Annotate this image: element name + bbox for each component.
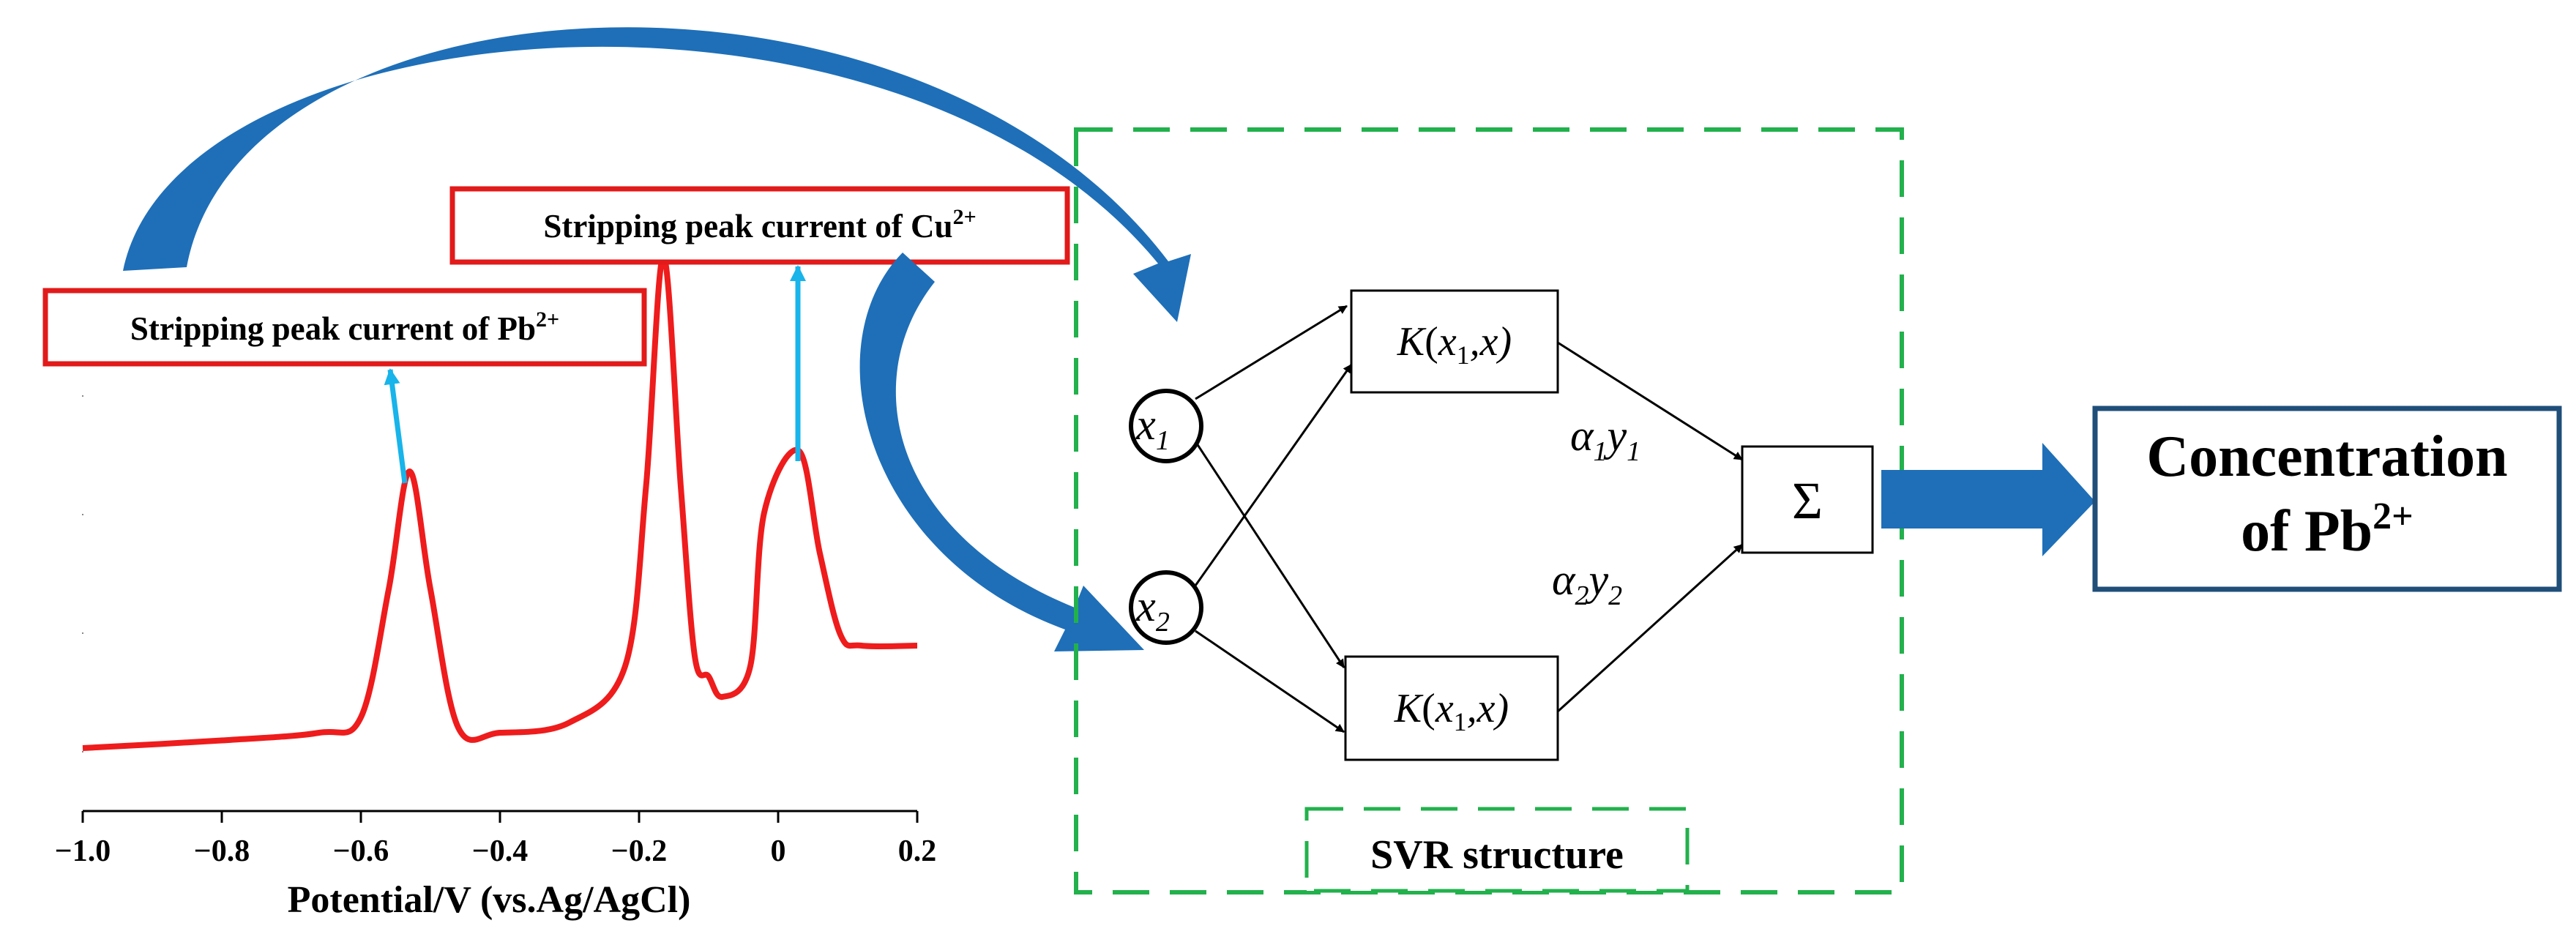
x-tick-label: −1.0 [55,834,111,868]
x-tick-label: −0.2 [611,834,667,868]
cu-peak-label: Stripping peak current of Cu2+ [449,186,1070,265]
kernel-box-2: K(x1,x) [1344,655,1559,761]
x-tick-label: −0.6 [333,834,389,868]
output-arrow [1881,443,2095,556]
output-line-2: of Pb2+ [2241,496,2413,564]
x-tick-label: 0.2 [898,834,937,868]
pb-peak-label: Stripping peak current of Pb2+ [42,288,647,367]
x-axis-label: Potential/V (vs.Ag/AgCl) [288,879,691,921]
svg-text:K(x1,x): K(x1,x) [1397,319,1512,370]
x-axis-tick-labels: −1.0 −0.8 −0.6 −0.4 −0.2 0 0.2 [55,834,936,868]
voltammogram: −1.0 −0.8 −0.6 −0.4 −0.2 0 0.2 Potential/V (vs… [55,253,936,921]
svr-connections [1194,305,1744,733]
x-axis-ticks [81,811,919,823]
svg-text:x2: x2 [1135,582,1170,638]
pb-peak-label-text: Stripping peak current of Pb2+ [130,307,559,347]
svg-text:x1: x1 [1135,400,1170,456]
svr-title-box [1304,807,1690,893]
pb-to-x1-flow-arrow [123,27,1191,322]
kernel-box-1: K(x1,x) [1350,289,1559,394]
x-tick-label: 0 [771,834,786,868]
svg-text:K(x1,x): K(x1,x) [1394,686,1509,736]
weight-alpha1-y1: α1y1 [1570,411,1640,467]
stripping-voltammetry-curve [82,253,918,751]
output-line-1: Concentration [2146,425,2507,489]
pb-peak-indicator-arrow [384,368,408,484]
sigma-symbol: Σ [1792,471,1823,530]
input-node-x1: x1 [1129,389,1203,463]
output-concentration-box: Concentration of Pb2+ [2092,406,2562,592]
x-tick-label: −0.4 [472,834,528,868]
summation-node: Σ [1741,445,1874,554]
svr-title: SVR structure [1370,832,1624,878]
input-node-x2: x2 [1129,570,1203,645]
cu-peak-label-text: Stripping peak current of Cu2+ [543,205,976,244]
cu-peak-label-box [449,186,1070,265]
cu-to-x2-flow-arrow [859,253,1144,651]
pb-peak-label-box [42,288,647,367]
x-tick-label: −0.8 [194,834,250,868]
weight-alpha2-y2: α2y2 [1552,556,1622,611]
